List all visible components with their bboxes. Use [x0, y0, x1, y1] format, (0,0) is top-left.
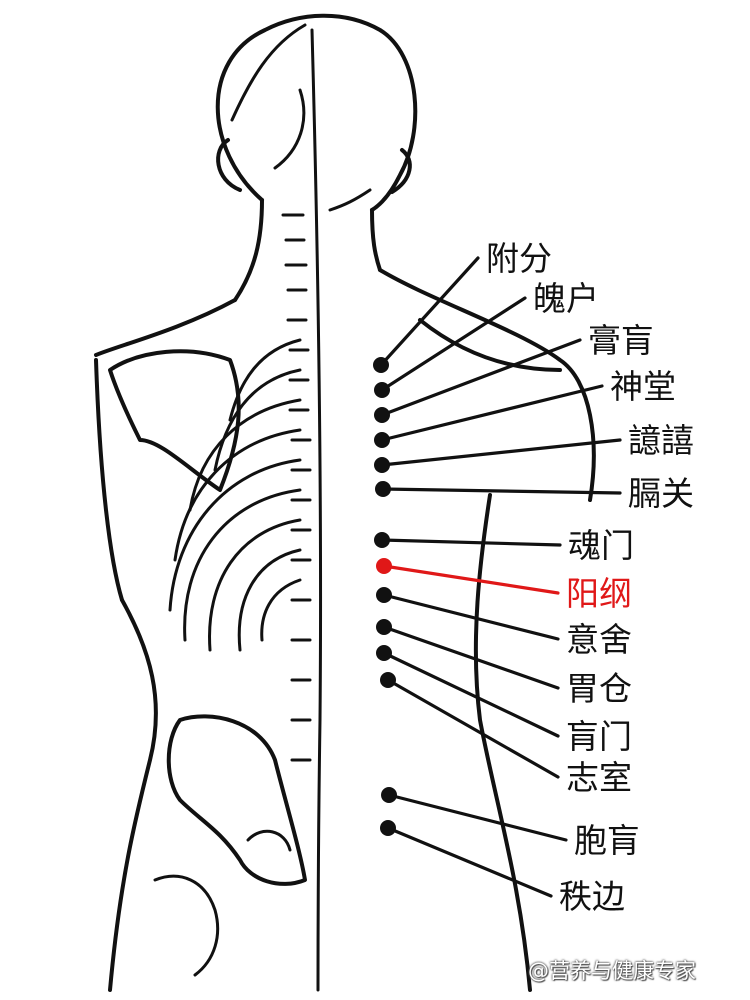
acupoint-dot [376, 587, 392, 603]
leader-line [380, 384, 604, 442]
acupoint-label: 膈关 [628, 474, 694, 513]
acupoint-label: 胃仓 [566, 669, 632, 708]
leader-line [379, 256, 480, 367]
leader-line [386, 826, 553, 898]
acupoint-dot [374, 407, 390, 423]
leader-line [380, 338, 582, 417]
leader-line [380, 296, 527, 392]
acupoint-dot [376, 619, 392, 635]
acupoint-label: 意舍 [566, 620, 632, 659]
acupoint-label: 志室 [566, 758, 632, 797]
acupoint-label: 胞肓 [574, 821, 640, 860]
acupoint-dot [373, 357, 389, 373]
leader-line [380, 538, 562, 547]
body-outline [94, 13, 596, 992]
acupoint-dot [375, 481, 391, 497]
acupoint-dot [376, 558, 392, 574]
acupoint-dot [376, 645, 392, 661]
acupoint-dot [381, 787, 397, 803]
acupoint-label: 附分 [486, 239, 552, 278]
acupoint-label: 譩譆 [628, 421, 694, 460]
leader-line [382, 625, 560, 690]
acupoint-dot [374, 432, 390, 448]
acupoint-dot [374, 382, 390, 398]
acupoint-label: 肓门 [566, 717, 632, 756]
leader-line [387, 793, 568, 842]
leader-line [382, 593, 560, 641]
acupoint-label: 阳纲 [566, 574, 632, 613]
leader-line [382, 564, 560, 595]
acupoint-label: 神堂 [610, 367, 676, 406]
watermark: @营养与健康专家 [528, 959, 696, 983]
acupoint-label: 膏肓 [588, 321, 654, 360]
leader-line [386, 678, 560, 779]
leader-line [380, 438, 622, 467]
acupoint-label: 秩边 [559, 877, 625, 916]
acupoint-dot [380, 820, 396, 836]
acupoint-dot [374, 532, 390, 548]
acupoint-label: 魄户 [533, 279, 599, 318]
acupoint-dot [380, 672, 396, 688]
acupoint-dot [374, 457, 390, 473]
leader-line [381, 487, 622, 495]
leader-line [382, 651, 560, 738]
acupoint-label: 魂门 [568, 526, 634, 565]
